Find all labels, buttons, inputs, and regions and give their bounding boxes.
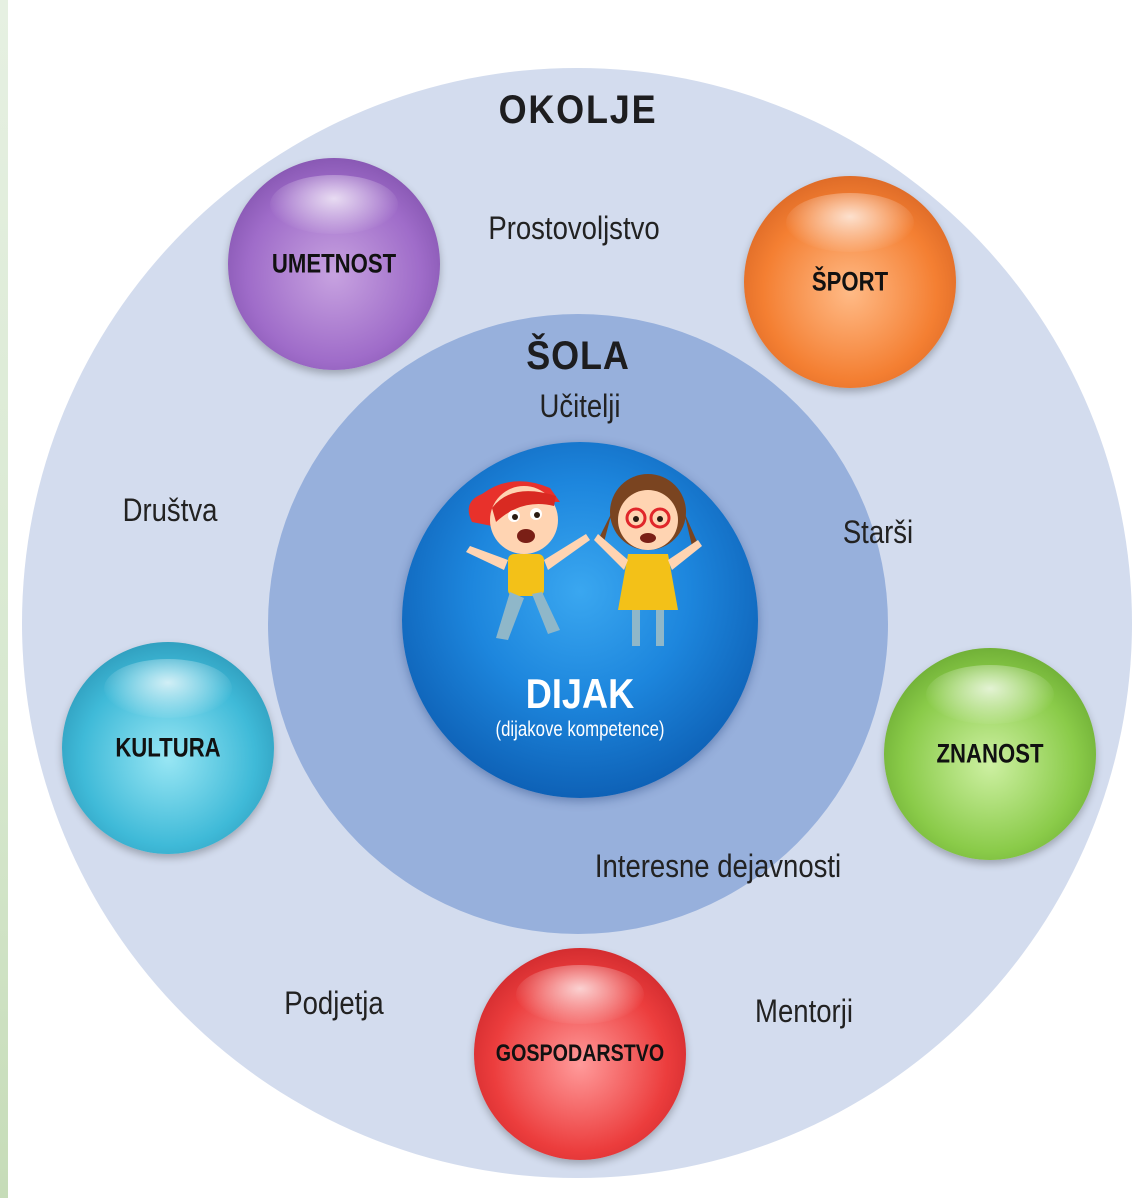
sphere-umetnost-label: UMETNOST (271, 248, 397, 279)
sphere-gospodarstvo: GOSPODARSTVO (474, 948, 686, 1160)
children-illustration-icon (466, 474, 702, 646)
sphere-kultura-label: KULTURA (115, 732, 221, 763)
mentorji-label: Mentorji (755, 993, 853, 1029)
dijak-subtitle: (dijakove kompetence) (495, 718, 665, 741)
interesne-dejavnosti-label: Interesne dejavnosti (594, 848, 842, 884)
sola-title: ŠOLA (526, 334, 630, 378)
podjetja-label: Podjetja (284, 985, 384, 1021)
sphere-sport: ŠPORT (744, 176, 956, 388)
sphere-kultura: KULTURA (62, 642, 274, 854)
girl-figure (594, 474, 702, 646)
page-edge-strip (0, 0, 8, 1198)
dijak-core-circle: DIJAK (dijakove kompetence) (402, 442, 758, 798)
starsi-label: Starši (842, 514, 914, 550)
sphere-znanost: ZNANOST (884, 648, 1096, 860)
drustva-label: Društva (122, 492, 218, 528)
sphere-znanost-label: ZNANOST (936, 738, 1044, 769)
sphere-umetnost: UMETNOST (228, 158, 440, 370)
sphere-sport-label: ŠPORT (811, 266, 889, 297)
prostovoljstvo-label: Prostovoljstvo (488, 210, 660, 246)
sphere-gospodarstvo-label: GOSPODARSTVO (495, 1040, 665, 1067)
boy-figure (466, 481, 590, 640)
okolje-title: OKOLJE (498, 88, 658, 132)
ucitelji-label: Učitelji (539, 388, 621, 424)
dijak-title: DIJAK (525, 670, 635, 717)
